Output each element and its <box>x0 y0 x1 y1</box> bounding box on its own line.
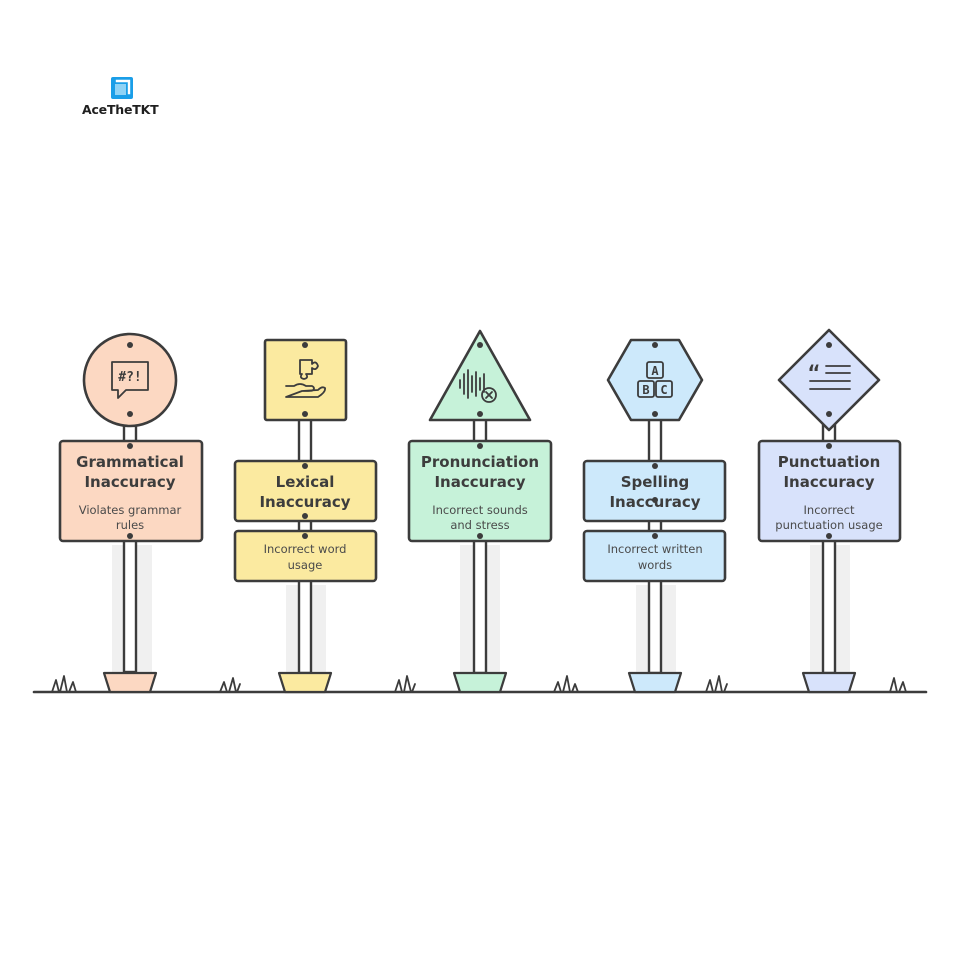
sign-spelling: A B C Spelling Inaccuracy Incorrect writ… <box>582 338 727 694</box>
sign-lexical: Lexical Inaccuracy Incorrect word usage <box>233 338 378 694</box>
description-board <box>582 529 727 583</box>
sign-title: Inaccuracy <box>259 493 350 511</box>
brand-logo: AceTheTKT <box>82 76 172 117</box>
sign-pronunciation: Pronunciation Inaccuracy Incorrect sound… <box>407 329 553 694</box>
svg-text:B: B <box>642 383 649 397</box>
post-base <box>801 671 857 694</box>
sign-description: Incorrect sounds <box>432 503 528 517</box>
soundwave-x-icon <box>459 369 497 403</box>
title-board <box>233 459 378 523</box>
quote-lines-icon: “ <box>808 361 851 390</box>
post-base <box>452 671 508 694</box>
grass-tufts <box>51 675 907 693</box>
sign-grammatical: #?! Grammatical Inaccuracy Violates gram… <box>58 332 204 694</box>
sign-shape-hexagon <box>606 338 704 422</box>
svg-text:#?!: #?! <box>118 370 141 385</box>
title-board <box>582 459 727 523</box>
sign-shape-circle <box>82 332 178 428</box>
svg-text:A: A <box>651 364 659 378</box>
title-board <box>407 439 553 543</box>
puzzle-hand-icon <box>285 359 327 398</box>
sign-title: Inaccuracy <box>84 473 175 491</box>
sign-title: Pronunciation <box>421 453 539 471</box>
sign-description: punctuation usage <box>775 518 882 532</box>
sign-title: Inaccuracy <box>783 473 874 491</box>
sign-description: and stress <box>450 518 509 532</box>
post-base <box>627 671 683 694</box>
sign-title: Inaccuracy <box>434 473 525 491</box>
description-board <box>233 529 378 583</box>
sign-title: Punctuation <box>778 453 881 471</box>
sign-description: Violates grammar <box>79 503 182 517</box>
title-board <box>757 439 902 543</box>
sign-title: Lexical <box>276 473 335 491</box>
post-base <box>277 671 333 694</box>
sign-description: usage <box>288 558 323 572</box>
sign-title: Inaccuracy <box>609 493 700 511</box>
sign-title: Grammatical <box>76 453 184 471</box>
sign-description: Incorrect written <box>607 542 702 556</box>
sign-description: words <box>638 558 672 572</box>
speech-bubble-symbols-icon: #?! <box>111 361 149 399</box>
sign-description: rules <box>116 518 144 532</box>
sign-punctuation: “ Punctuation Inaccuracy Incorrect punct… <box>757 328 902 694</box>
svg-text:“: “ <box>808 361 820 385</box>
sign-title: Spelling <box>621 473 690 491</box>
sign-shape-square <box>263 338 348 422</box>
sign-shape-triangle <box>428 329 532 422</box>
title-board <box>58 439 204 543</box>
brand-name: AceTheTKT <box>82 102 159 117</box>
post-base <box>102 671 158 694</box>
abc-blocks-icon: A B C <box>637 361 673 398</box>
sign-description: Incorrect <box>804 503 855 517</box>
sign-shape-diamond <box>777 328 881 432</box>
svg-text:C: C <box>660 383 667 397</box>
brand-mark-icon <box>111 77 133 99</box>
sign-description: Incorrect word <box>264 542 347 556</box>
